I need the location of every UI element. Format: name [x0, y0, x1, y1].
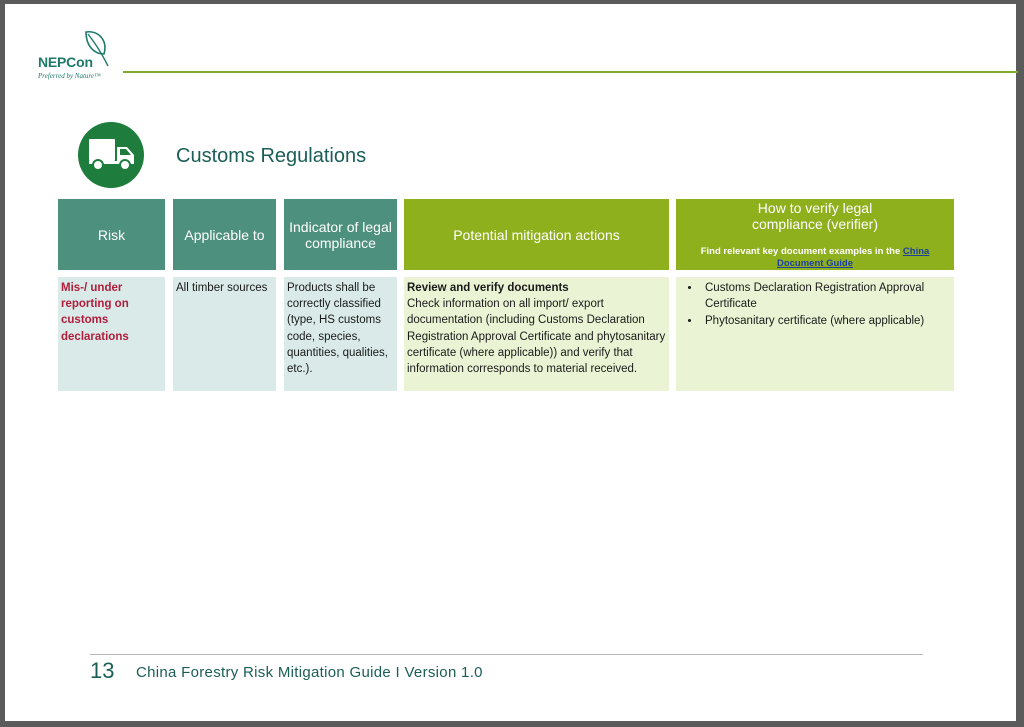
- header-indicator-label: Indicator of legal compliance: [289, 218, 392, 251]
- risk-text: Mis-/ under reporting on customs declara…: [61, 282, 129, 343]
- section-title: Customs Regulations: [176, 145, 367, 167]
- header-verifier-label: How to verify legal compliance (verifier…: [751, 199, 879, 232]
- header-risk-label: Risk: [97, 226, 126, 243]
- header-mitigation: Potential mitigation actions: [404, 199, 669, 270]
- header-mitigation-label: Potential mitigation actions: [453, 226, 620, 243]
- nepcon-logo: NEPCon Preferred by Nature™: [38, 28, 128, 88]
- footer-divider: [90, 654, 923, 655]
- verifier-item: Phytosanitary certificate (where applica…: [701, 313, 951, 329]
- verifier-list: Customs Declaration Registration Approva…: [679, 280, 951, 330]
- header-verifier: How to verify legal compliance (verifier…: [676, 199, 954, 270]
- footer-title: China Forestry Risk Mitigation Guide I V…: [136, 664, 483, 681]
- cell-mitigation: Review and verify documents Check inform…: [404, 277, 669, 391]
- applicable-text: All timber sources: [176, 282, 268, 294]
- china-document-guide-link[interactable]: China Document Guide: [776, 245, 930, 269]
- indicator-text: Products shall be correctly classified (…: [287, 282, 389, 376]
- mitigation-text: Check information on all import/ export …: [407, 298, 666, 376]
- mitigation-title: Review and verify documents: [407, 282, 569, 294]
- cell-applicable: All timber sources: [173, 277, 276, 391]
- page-number: 13: [90, 658, 115, 683]
- truck-icon: [89, 139, 134, 171]
- cell-risk: Mis-/ under reporting on customs declara…: [58, 277, 165, 391]
- verifier-note: Find relevant key document examples in t…: [680, 246, 950, 270]
- cell-indicator: Products shall be correctly classified (…: [284, 277, 397, 391]
- document-page: NEPCon Preferred by Nature™ Customs Regu…: [5, 4, 1018, 721]
- header-risk: Risk: [58, 199, 165, 270]
- header-indicator: Indicator of legal compliance: [284, 199, 397, 270]
- logo-tagline: Preferred by Nature™: [38, 72, 101, 80]
- verifier-note-text: Find relevant key document examples in t…: [700, 245, 903, 257]
- truck-badge: [78, 122, 144, 188]
- verifier-item: Customs Declaration Registration Approva…: [701, 280, 951, 312]
- header-divider: [123, 71, 1018, 73]
- header-applicable-label: Applicable to: [184, 226, 265, 243]
- logo-wordmark: NEPCon: [38, 54, 93, 70]
- leaf-icon: [85, 30, 109, 67]
- header-applicable: Applicable to: [173, 199, 276, 270]
- cell-verifier: Customs Declaration Registration Approva…: [676, 277, 954, 391]
